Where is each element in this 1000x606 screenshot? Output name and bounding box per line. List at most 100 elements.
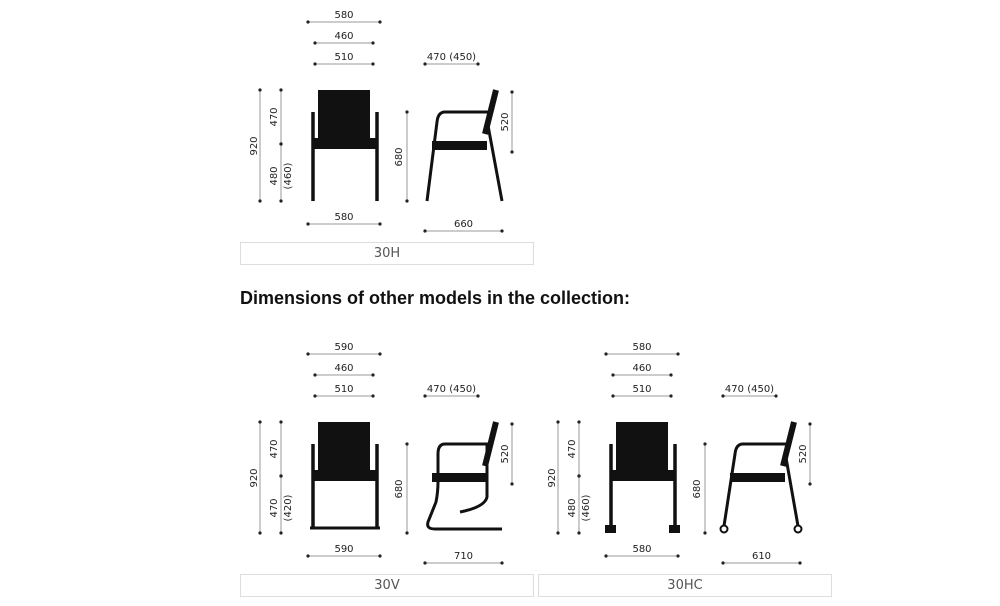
chair-side-legs: [425, 110, 504, 202]
chair-front-legs: [609, 444, 677, 533]
dim-base-depth-label: 660: [454, 219, 473, 230]
model-label: 30HC: [538, 574, 832, 597]
dim-back-height-label: 470: [269, 439, 280, 458]
dim-seat-depth-dot: [423, 62, 427, 66]
dim-total-height-dot: [258, 420, 262, 424]
dim-seat-depth-label: 470 (450): [427, 52, 476, 63]
dim-seat-width-dot: [371, 394, 375, 398]
dim-base-width-dot: [378, 554, 382, 558]
dim-back-side-height-dot: [510, 90, 514, 94]
dim-total-height-dot: [556, 420, 560, 424]
dim-back-side-height-dot: [808, 422, 812, 426]
dim-top-width-dot: [306, 20, 310, 24]
dim-seat-height-dot: [279, 142, 283, 146]
dim-seat-width-dot: [313, 394, 317, 398]
dim-base-depth-label: 710: [454, 551, 473, 562]
dim-arm-height-dot: [405, 531, 409, 535]
dim-seat-height-alt-label: (460): [283, 162, 294, 189]
dim-seat-height-dot: [577, 531, 581, 535]
dim-top-width-label: 580: [632, 342, 651, 353]
chair-front-caster: [605, 525, 616, 533]
chair-side-caster: [719, 524, 729, 534]
dim-seat-depth-dot: [721, 394, 725, 398]
dim-arm-height-label: 680: [394, 147, 405, 166]
dim-top-width-dot: [378, 20, 382, 24]
dim-base-width-dot: [306, 222, 310, 226]
dim-inner-width-dot: [371, 373, 375, 377]
dim-base-depth-dot: [423, 229, 427, 233]
dim-arm-height-dot: [405, 199, 409, 203]
dim-seat-width-label: 510: [334, 384, 353, 395]
dim-seat-width-dot: [371, 62, 375, 66]
dim-seat-height-dot: [577, 474, 581, 478]
dim-seat-depth-label: 470 (450): [427, 384, 476, 395]
chair-front-legs: [311, 112, 379, 201]
dim-seat-height-dot: [279, 474, 283, 478]
dim-arm-height-dot: [405, 442, 409, 446]
dim-seat-height-dot: [279, 199, 283, 203]
dim-total-height-label: 920: [547, 468, 558, 487]
chair-front-backrest: [318, 90, 370, 138]
dim-total-height-label: 920: [249, 136, 260, 155]
dim-back-side-height-label: 520: [500, 112, 511, 131]
dim-base-width-dot: [378, 222, 382, 226]
dim-inner-width-label: 460: [334, 31, 353, 42]
dim-seat-depth-dot: [774, 394, 778, 398]
dim-seat-height-label: 480: [567, 498, 578, 517]
dim-inner-width-dot: [313, 41, 317, 45]
chair-side-seat: [432, 141, 487, 150]
dim-seat-width-dot: [669, 394, 673, 398]
dim-seat-height-label: 470: [269, 498, 280, 517]
dim-seat-height-dot: [279, 531, 283, 535]
chair-front-caster: [669, 525, 680, 533]
chair-front-legs: [311, 444, 379, 528]
dim-top-width-label: 590: [334, 342, 353, 353]
dim-base-width-dot: [604, 554, 608, 558]
dim-total-height-dot: [556, 531, 560, 535]
dim-seat-depth-dot: [423, 394, 427, 398]
dim-base-depth-dot: [798, 561, 802, 565]
chair-front-backrest: [616, 422, 668, 470]
dim-back-height-label: 470: [567, 439, 578, 458]
dim-back-side-height-dot: [510, 150, 514, 154]
dim-seat-depth-dot: [476, 62, 480, 66]
chair-front-seat: [313, 470, 377, 481]
dim-seat-width-dot: [611, 394, 615, 398]
dim-base-depth-dot: [500, 561, 504, 565]
chair-side-sled: [426, 442, 502, 531]
dim-top-width-dot: [676, 352, 680, 356]
dim-arm-height-label: 680: [394, 479, 405, 498]
dim-inner-width-label: 460: [334, 363, 353, 374]
dim-back-side-height-dot: [808, 482, 812, 486]
chair-front-seat: [313, 138, 377, 149]
dim-seat-depth-dot: [476, 394, 480, 398]
dim-base-depth-dot: [721, 561, 725, 565]
dim-total-height-label: 920: [249, 468, 260, 487]
dim-base-width-dot: [306, 554, 310, 558]
dim-arm-height-dot: [405, 110, 409, 114]
dim-back-side-height-dot: [510, 482, 514, 486]
dim-arm-height-dot: [703, 531, 707, 535]
dim-top-width-dot: [604, 352, 608, 356]
dim-base-width-label: 580: [632, 544, 651, 555]
dim-arm-height-dot: [703, 442, 707, 446]
dim-back-height-dot: [577, 420, 581, 424]
chair-side-seat: [432, 473, 487, 482]
dim-total-height-dot: [258, 88, 262, 92]
dim-inner-width-dot: [669, 373, 673, 377]
chair-side-legs: [722, 442, 800, 527]
dim-top-width-label: 580: [334, 10, 353, 21]
chair-front-seat: [611, 470, 675, 481]
dim-back-side-height-label: 520: [500, 444, 511, 463]
chair-side-seat: [730, 473, 785, 482]
dim-base-width-dot: [676, 554, 680, 558]
dim-seat-width-label: 510: [334, 52, 353, 63]
dim-back-height-label: 470: [269, 107, 280, 126]
dim-inner-width-label: 460: [632, 363, 651, 374]
dim-seat-height-alt-label: (420): [283, 494, 294, 521]
